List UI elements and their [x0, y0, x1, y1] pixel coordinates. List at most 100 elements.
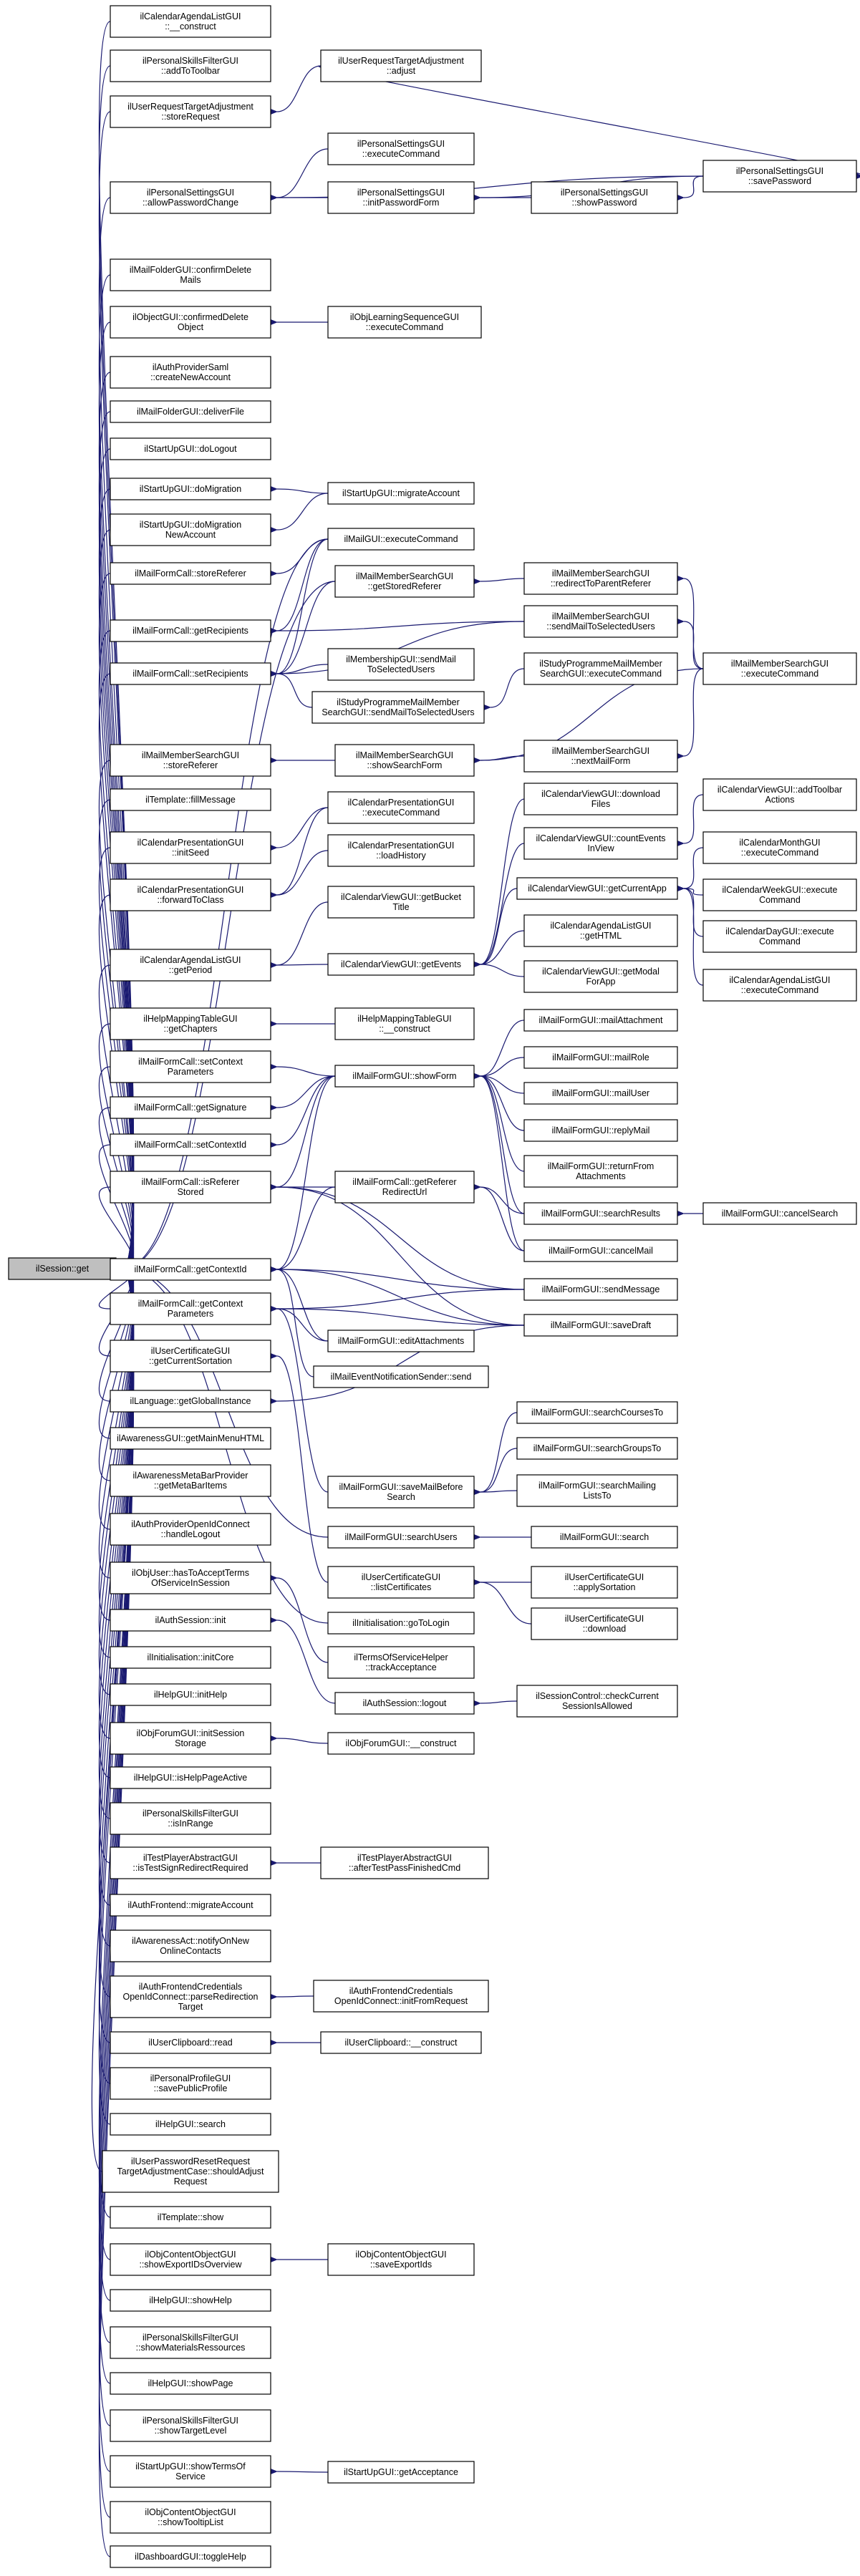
graph-node[interactable]: ilCalendarViewGUI::getEvents [327, 953, 475, 976]
graph-node[interactable]: ilAwarenessMetaBarProvider::getMetaBarIt… [110, 1464, 271, 1497]
graph-node[interactable]: ilMailFormGUI::searchGroupsTo [516, 1437, 678, 1460]
graph-node[interactable]: ilMailFormGUI::saveDraft [523, 1314, 678, 1337]
graph-node[interactable]: ilAuthFrontendCredentialsOpenIdConnect::… [313, 1980, 489, 2013]
graph-node[interactable]: ilCalendarMonthGUI::executeCommand [702, 831, 857, 864]
graph-node[interactable]: ilUserClipboard::__construct [320, 2031, 482, 2054]
graph-node[interactable]: ilUserCertificateGUI::getCurrentSortatio… [110, 1340, 271, 1372]
graph-node[interactable]: ilUserRequestTargetAdjustment::adjust [320, 49, 482, 82]
graph-node[interactable]: ilMailMemberSearchGUI::executeCommand [702, 652, 857, 685]
graph-node[interactable]: ilMailFormGUI::editAttachments [327, 1330, 475, 1352]
graph-node[interactable]: ilCalendarViewGUI::getCurrentApp [516, 877, 678, 900]
graph-node[interactable]: ilAwarenessAct::notifyOnNewOnlineContact… [110, 1929, 271, 1962]
graph-node[interactable]: ilCalendarPresentationGUI::loadHistory [327, 834, 475, 867]
graph-node[interactable]: ilAuthFrontendCredentialsOpenIdConnect::… [110, 1975, 271, 2018]
graph-node[interactable]: ilMailMemberSearchGUI::redirectToParentR… [523, 562, 678, 595]
graph-node[interactable]: ilCalendarAgendaListGUI::getPeriod [110, 949, 271, 982]
graph-node[interactable]: ilMailFormGUI::mailUser [523, 1082, 678, 1105]
graph-node[interactable]: ilMailFormGUI::mailRole [523, 1046, 678, 1069]
graph-node[interactable]: ilInitialisation::initCore [110, 1646, 271, 1669]
graph-node[interactable]: ilAuthSession::init [110, 1609, 271, 1632]
graph-node[interactable]: ilMailFolderGUI::deliverFile [110, 400, 271, 423]
graph-node[interactable]: ilPersonalSettingsGUI::savePassword [702, 160, 857, 193]
graph-node[interactable]: ilHelpGUI::initHelp [110, 1683, 271, 1706]
graph-node[interactable]: ilDashboardGUI::toggleHelp [110, 2545, 271, 2568]
graph-node[interactable]: ilPersonalSettingsGUI::executeCommand [327, 132, 475, 165]
graph-node[interactable]: ilTemplate::fillMessage [110, 788, 271, 811]
graph-node[interactable]: ilPersonalSkillsFilterGUI::addToToolbar [110, 49, 271, 82]
graph-node[interactable]: ilObjContentObjectGUI::saveExportIds [327, 2243, 475, 2276]
graph-node[interactable]: ilAuthProviderOpenIdConnect::handleLogou… [110, 1513, 271, 1546]
graph-node[interactable]: ilObjLearningSequenceGUI::executeCommand [327, 306, 482, 339]
graph-node[interactable]: ilCalendarAgendaListGUI::__construct [110, 5, 271, 38]
graph-node[interactable]: ilInitialisation::goToLogin [327, 1612, 475, 1635]
graph-node[interactable]: ilUserClipboard::read [110, 2031, 271, 2054]
graph-node[interactable]: ilUserPasswordResetRequestTargetAdjustme… [102, 2150, 279, 2193]
root-node[interactable]: ilSession::get [8, 1257, 117, 1280]
graph-node[interactable]: ilHelpGUI::showPage [110, 2372, 271, 2395]
graph-node[interactable]: ilMailFormGUI::searchUsers [327, 1526, 475, 1549]
graph-node[interactable]: ilPersonalSettingsGUI::initPasswordForm [327, 181, 475, 214]
graph-node[interactable]: ilMailFormCall::getContextId [110, 1258, 271, 1281]
graph-node[interactable]: ilAuthFrontend::migrateAccount [110, 1894, 271, 1917]
graph-node[interactable]: ilHelpGUI::showHelp [110, 2289, 271, 2312]
graph-node[interactable]: ilUserRequestTargetAdjustment::storeRequ… [110, 95, 271, 128]
graph-node[interactable]: ilLanguage::getGlobalInstance [110, 1390, 271, 1413]
graph-node[interactable]: ilPersonalProfileGUI::savePublicProfile [110, 2067, 271, 2100]
graph-node[interactable]: ilMailFormGUI::showForm [334, 1065, 475, 1088]
graph-node[interactable]: ilMailEventNotificationSender::send [313, 1365, 489, 1388]
graph-node[interactable]: ilObjContentObjectGUI::showExportIDsOver… [110, 2243, 271, 2276]
graph-node[interactable]: ilCalendarAgendaListGUI::executeCommand [702, 969, 857, 1002]
graph-node[interactable]: ilUserCertificateGUI::listCertificates [327, 1566, 475, 1599]
graph-node[interactable]: ilMembershipGUI::sendMailToSelectedUsers [327, 648, 475, 681]
graph-node[interactable]: ilMailMemberSearchGUI::showSearchForm [334, 744, 475, 777]
graph-node[interactable]: ilHelpMappingTableGUI::__construct [334, 1007, 475, 1040]
graph-node[interactable]: ilMailFormGUI::sendMessage [523, 1278, 678, 1301]
graph-node[interactable]: ilUserCertificateGUI::download [531, 1607, 678, 1640]
graph-node[interactable]: ilHelpGUI::isHelpPageActive [110, 1766, 271, 1789]
graph-node[interactable]: ilMailMemberSearchGUI::sendMailToSelecte… [523, 605, 678, 638]
graph-node[interactable]: ilCalendarAgendaListGUI::getHTML [523, 914, 678, 947]
graph-node[interactable]: ilMailFormGUI::searchCoursesTo [516, 1401, 678, 1424]
graph-node[interactable]: ilUserCertificateGUI::applySortation [531, 1566, 678, 1599]
graph-node[interactable]: ilTestPlayerAbstractGUI::isTestSignRedir… [110, 1846, 271, 1879]
graph-node[interactable]: ilObjForumGUI::__construct [327, 1732, 475, 1755]
graph-node[interactable]: ilMailGUI::executeCommand [327, 528, 475, 551]
graph-node[interactable]: ilTestPlayerAbstractGUI::afterTestPassFi… [320, 1846, 489, 1879]
graph-node[interactable]: ilMailFormGUI::searchResults [523, 1202, 678, 1225]
graph-node[interactable]: ilMailFormCall::getSignature [110, 1096, 271, 1119]
graph-node[interactable]: ilStartUpGUI::getAcceptance [327, 2461, 475, 2484]
graph-node[interactable]: ilMailFormCall::storeReferer [110, 562, 271, 585]
graph-node[interactable]: ilStudyProgrammeMailMemberSearchGUI::sen… [311, 691, 485, 724]
graph-node[interactable]: ilMailFormCall::setContextId [110, 1133, 271, 1156]
graph-node[interactable]: ilMailFormGUI::mailAttachment [523, 1009, 678, 1032]
graph-node[interactable]: ilAuthSession::logout [334, 1692, 475, 1715]
graph-node[interactable]: ilPersonalSettingsGUI::allowPasswordChan… [110, 181, 271, 214]
graph-node[interactable]: ilMailFormGUI::replyMail [523, 1119, 678, 1142]
graph-node[interactable]: ilTermsOfServiceHelper::trackAcceptance [327, 1646, 475, 1679]
graph-node[interactable]: ilHelpMappingTableGUI::getChapters [110, 1007, 271, 1040]
graph-node[interactable]: ilCalendarWeekGUI::executeCommand [702, 878, 857, 911]
graph-node[interactable]: ilAwarenessGUI::getMainMenuHTML [110, 1427, 271, 1450]
graph-node[interactable]: ilStartUpGUI::doLogout [110, 437, 271, 460]
graph-node[interactable]: ilHelpGUI::search [110, 2113, 271, 2136]
graph-node[interactable]: ilCalendarPresentationGUI::initSeed [110, 831, 271, 864]
graph-node[interactable]: ilSessionControl::checkCurrentSessionIsA… [516, 1685, 678, 1718]
graph-node[interactable]: ilPersonalSkillsFilterGUI::showTargetLev… [110, 2409, 271, 2442]
graph-node[interactable]: ilPersonalSettingsGUI::showPassword [531, 181, 678, 214]
graph-node[interactable]: ilStudyProgrammeMailMemberSearchGUI::exe… [523, 652, 678, 685]
graph-node[interactable]: ilMailFormGUI::search [531, 1526, 678, 1549]
